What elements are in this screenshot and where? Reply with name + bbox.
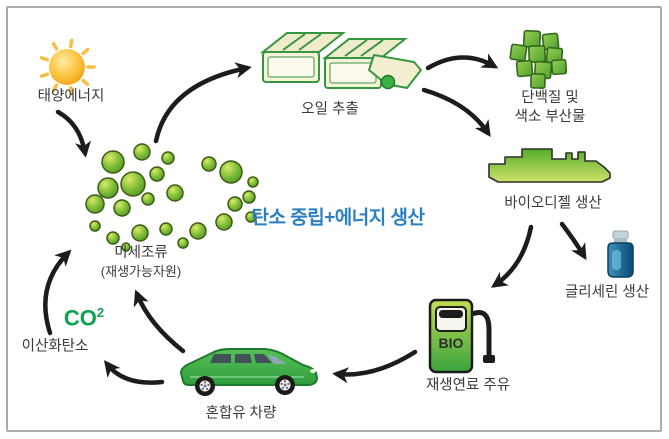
arrow-extraction-to-byproducts [425, 53, 499, 71]
label-microalgae: 미세조류 (재생가능자원) [101, 244, 181, 280]
label-glycerin: 글리세린 생산 [564, 284, 650, 301]
diagram-caption: 탄소 중립+에너지 생산 [251, 207, 425, 229]
label-byproducts: 단백질 및 색소 부산물 [515, 89, 586, 127]
label-byproducts-line2: 색소 부산물 [514, 109, 586, 125]
label-vehicle: 혼합유 차량 [205, 405, 277, 422]
arrow-algae-to-extraction [153, 62, 252, 144]
arrow-vehicle-to-algae [133, 289, 186, 354]
label-carbon-dioxide: 이산화탄소 [21, 338, 89, 355]
glycerin-bottle-icon [607, 230, 634, 278]
label-oil-extraction: 오일 추출 [301, 101, 359, 118]
algae-cluster-icon [85, 143, 259, 252]
label-solar-energy: 태양에너지 [37, 88, 105, 105]
arrow-biodiesel-to-glycerin [559, 221, 587, 261]
co2-formula-base: CO [63, 305, 97, 331]
arrow-vehicle-to-co2 [104, 360, 165, 385]
label-refueling: 재생연료 주유 [425, 377, 511, 394]
cycle-arrows [43, 53, 587, 385]
arrow-extraction-to-biodiesel [421, 87, 491, 138]
arrow-biodiesel-to-pump [490, 224, 534, 288]
label-byproducts-line1: 단백질 및 [521, 89, 579, 106]
arrow-co2-to-algae [43, 249, 72, 336]
sun-icon [39, 38, 96, 96]
car-icon [180, 348, 318, 396]
co2-formula-superscript: 2 [96, 305, 105, 321]
arrow-pump-to-vehicle [332, 349, 418, 384]
arrow-sun-to-algae [55, 109, 92, 158]
label-microalgae-sub: (재생가능자원) [100, 263, 182, 279]
protein-cubes-icon [509, 29, 568, 89]
co2-formula: CO2 [64, 303, 104, 332]
label-microalgae-main: 미세조류 [114, 244, 168, 261]
oil-extractor-icon [260, 32, 422, 90]
fuel-pump-icon [428, 298, 495, 374]
label-biodiesel: 바이오디젤 생산 [504, 195, 602, 212]
front-wheel [275, 375, 295, 395]
pump-bio-text: BIO [438, 334, 464, 351]
refinery-icon [488, 148, 611, 183]
rear-wheel [195, 376, 215, 396]
